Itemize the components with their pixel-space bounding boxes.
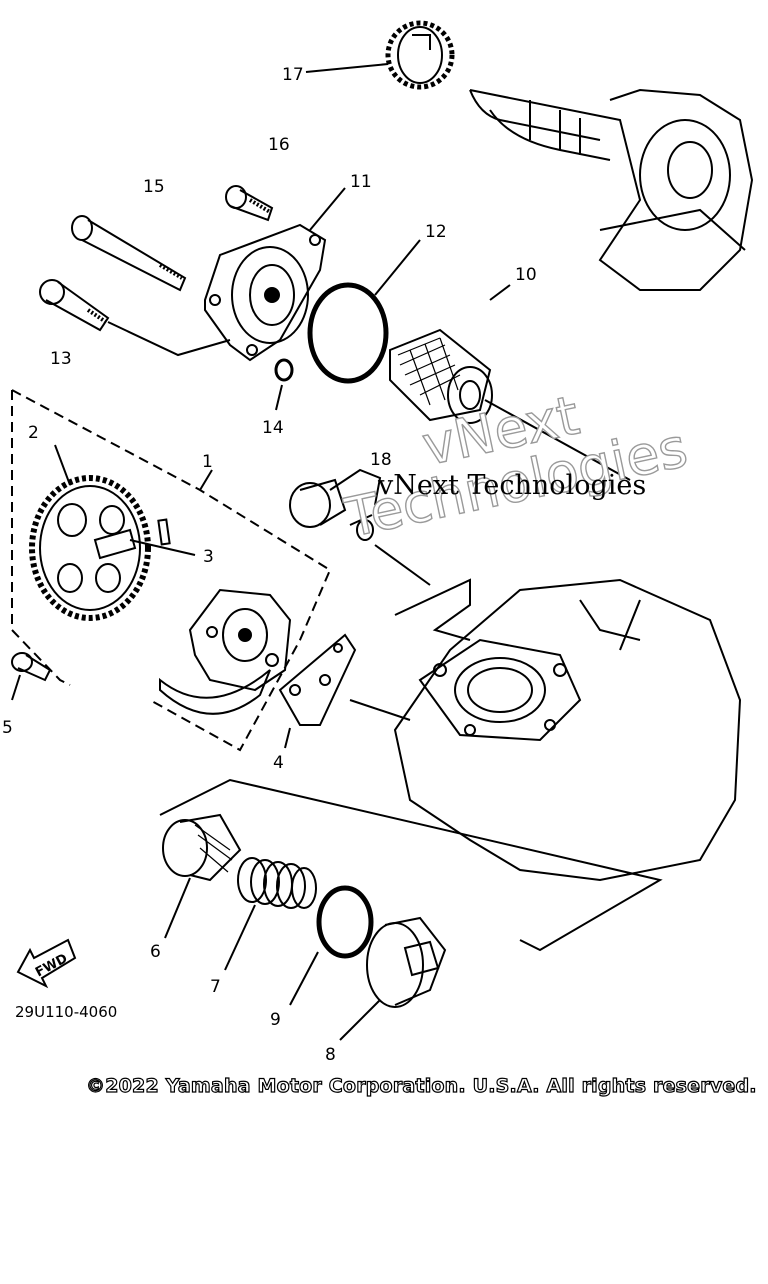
oil-strainer: [162, 813, 242, 882]
pump-cover: [204, 223, 327, 362]
callout-17: 17: [282, 65, 304, 85]
callout-1: 1: [202, 452, 213, 472]
pump-gear: [29, 475, 151, 621]
watermark-text: vNext Technologies: [378, 470, 647, 501]
crankshaft-assembly: [469, 88, 754, 291]
callout-4: 4: [273, 753, 284, 773]
callout-3: 3: [203, 547, 214, 567]
leader-line: [107, 321, 231, 357]
oil-filter: [389, 328, 493, 424]
callout-6: 6: [150, 942, 161, 962]
leader-line: [329, 468, 382, 506]
copyright-notice: ©2022 Yamaha Motor Corporation. U.S.A. A…: [85, 1074, 757, 1097]
callout-5: 5: [2, 718, 13, 738]
leader-line: [224, 904, 256, 971]
leader-line: [164, 877, 191, 939]
group-outline: [11, 390, 71, 686]
leader-line: [309, 187, 346, 231]
callout-15: 15: [143, 177, 165, 197]
leader-line: [11, 674, 21, 701]
group-outline: [159, 778, 663, 952]
callout-18: 18: [370, 450, 392, 470]
callout-2: 2: [28, 423, 39, 443]
leader-line: [349, 699, 411, 721]
leader-line: [54, 444, 71, 486]
callout-11: 11: [350, 172, 372, 192]
callouts: 1 2 3 4 5 6 7 8 9 10 11 12 13 14 15 16 1…: [2, 65, 537, 1065]
callout-7: 7: [210, 977, 221, 997]
fwd-arrow-icon: [16, 938, 77, 989]
leader-line: [129, 539, 196, 556]
pump-body: [159, 588, 292, 715]
plug-18: [289, 478, 374, 541]
callout-12: 12: [425, 222, 447, 242]
callout-16: 16: [268, 135, 290, 155]
o-ring-9: [316, 885, 374, 959]
o-ring-12: [307, 282, 389, 384]
sprocket-gear: [385, 20, 455, 90]
leader-line: [199, 469, 213, 491]
drawing-code: 29U110-4060: [15, 1003, 117, 1021]
o-ring-14: [274, 358, 294, 382]
leader-line: [275, 384, 283, 411]
crankcase-body: [393, 578, 742, 882]
leader-line: [339, 999, 381, 1041]
callout-9: 9: [270, 1010, 281, 1030]
pump-gasket: [278, 633, 357, 726]
leader-line: [489, 284, 511, 301]
group-outline: [11, 389, 332, 752]
bolt-16: [225, 185, 274, 222]
bolt-13: [39, 279, 110, 332]
leader-line: [394, 578, 471, 641]
callout-8: 8: [325, 1045, 336, 1065]
leader-line: [374, 239, 421, 296]
leader-line: [284, 727, 291, 749]
bolt-15: [71, 215, 187, 292]
drain-plug: [366, 916, 447, 1008]
callout-10: 10: [515, 265, 537, 285]
callout-13: 13: [50, 349, 72, 369]
leader-line: [305, 63, 389, 73]
dowel-pin: [157, 518, 171, 546]
screw-5: [11, 652, 52, 682]
leader-line: [374, 544, 431, 586]
callout-14: 14: [262, 418, 284, 438]
compression-spring: [237, 857, 317, 909]
leader-line: [484, 399, 631, 481]
leader-line: [289, 951, 319, 1006]
